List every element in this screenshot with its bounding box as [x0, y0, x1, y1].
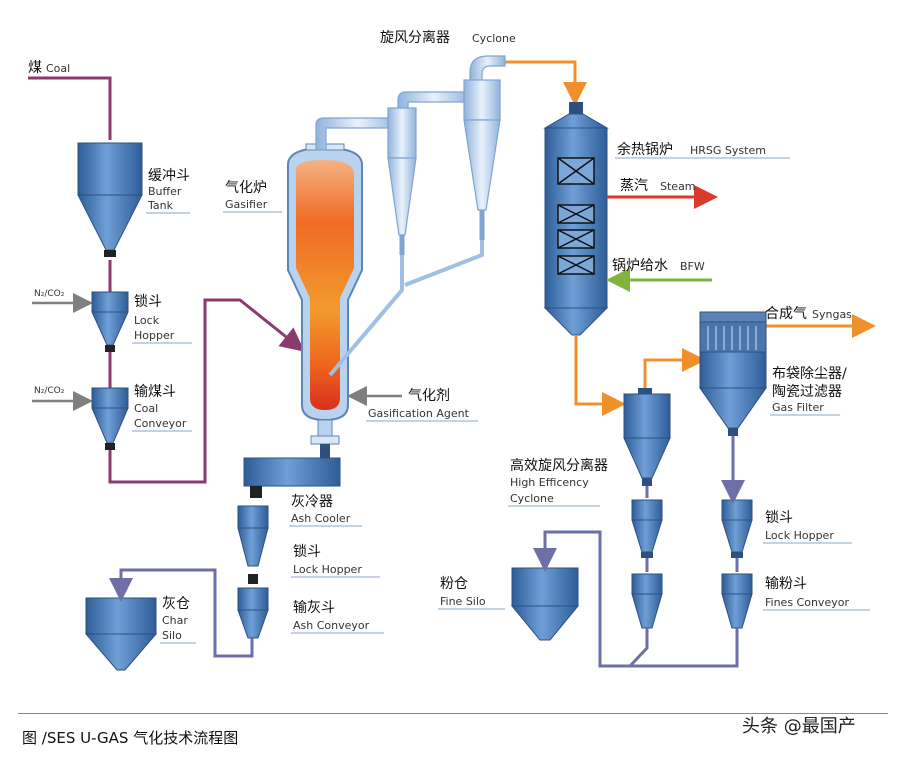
secondary-cyclone: [463, 55, 506, 240]
agent-label-en: Gasification Agent: [368, 407, 470, 420]
high-efficiency-cyclone: [623, 388, 671, 486]
hrsg-boiler: [543, 102, 609, 336]
caption-divider: [18, 713, 888, 714]
cyclone-label-en: Cyclone: [472, 32, 516, 45]
ash-lock-label-zh: 锁斗: [293, 544, 321, 560]
coal-label-zh: 煤: [28, 60, 42, 76]
hec-label-en2: Cyclone: [510, 492, 554, 505]
cyclone-label-zh: 旋风分离器: [380, 29, 450, 46]
hec-label-zh: 高效旋风分离器: [510, 457, 608, 474]
coal-conveyor-label-zh: 输煤斗: [134, 384, 176, 400]
lock-hopper-1-label-zh: 锁斗: [134, 294, 162, 310]
n2co2-lines: [32, 293, 93, 411]
labels: 煤 Coal 旋风分离器 Cyclone 缓冲斗 Buffer Tank 气化炉…: [28, 29, 870, 644]
gas-filter-label-en: Gas Filter: [772, 401, 824, 414]
fine-silo-label-zh: 粉仓: [440, 576, 468, 592]
gas-filter-label-zh1: 布袋除尘器/: [772, 366, 847, 382]
fines-lock-hopper-left: [631, 499, 663, 558]
fine-silo-label-en: Fine Silo: [440, 595, 486, 608]
lock-hopper-1-label-en2: Hopper: [134, 329, 175, 342]
ash-lock-hopper: [237, 505, 269, 584]
fines-conveyor-label-en: Fines Conveyor: [765, 596, 849, 609]
coal-conveyor: [91, 387, 129, 450]
char-silo-label-en2: Silo: [162, 629, 182, 642]
gasifier-label-zh: 气化炉: [225, 180, 267, 196]
buffer-label-zh: 缓冲斗: [148, 168, 190, 184]
lock-hopper-1-label-en1: Lock: [134, 314, 160, 327]
recycle-diplegs: [328, 240, 484, 377]
fines-lock-label-en: Lock Hopper: [765, 529, 834, 542]
syngas-label-en: Syngas: [812, 308, 852, 321]
char-silo-label-en1: Char: [162, 614, 188, 627]
hrsg-label-zh: 余热锅炉: [617, 141, 673, 158]
ash-cooler: [243, 444, 341, 498]
ash-conveyor-label-zh: 输灰斗: [293, 600, 335, 616]
process-flow-diagram: 煤 Coal 旋风分离器 Cyclone 缓冲斗 Buffer Tank 气化炉…: [28, 29, 876, 671]
bfw-label-zh: 锅炉给水: [612, 258, 668, 274]
char-silo: [84, 597, 158, 671]
lock-hopper-1: [91, 291, 129, 352]
coal-label-en: Coal: [46, 62, 70, 75]
primary-cyclone: [387, 107, 417, 255]
fines-conveyor-label-zh: 输粉斗: [765, 576, 807, 592]
steam-label-en: Steam: [660, 180, 696, 193]
fines-transport-lines: [533, 436, 745, 668]
gasifier-label-en: Gasifier: [225, 198, 268, 211]
ash-cooler-label-en: Ash Cooler: [291, 512, 351, 525]
n2co2-label-2: N₂/CO₂: [34, 386, 65, 396]
char-silo-label-zh: 灰仓: [162, 596, 190, 612]
syngas-label-zh: 合成气: [765, 306, 807, 322]
coal-conveyor-label-en2: Conveyor: [134, 417, 187, 430]
agent-label-zh: 气化剂: [408, 388, 450, 404]
figure-caption: 图 /SES U-GAS 气化技术流程图: [22, 729, 239, 747]
ash-lock-label-en: Lock Hopper: [293, 563, 362, 576]
coal-conveyor-label-en1: Coal: [134, 402, 158, 415]
buffer-label-en1: Buffer: [148, 185, 182, 198]
watermark: 头条 @最国产: [742, 716, 856, 737]
char-transport-line: [109, 568, 254, 658]
hrsg-label-en: HRSG System: [690, 144, 766, 157]
n2co2-label-1: N₂/CO₂: [34, 289, 65, 299]
gas-filter: [699, 311, 767, 436]
coal-feed-line: [28, 76, 305, 484]
syngas-line-to-cyclone: [574, 314, 876, 416]
fines-conveyor-right: [721, 573, 753, 629]
bfw-label-en: BFW: [680, 260, 705, 273]
hec-label-en1: High Efficency: [510, 476, 589, 489]
ash-conveyor-label-en: Ash Conveyor: [293, 619, 370, 632]
fines-lock-label-zh: 锁斗: [765, 510, 793, 526]
fines-conveyor-left: [631, 573, 663, 629]
gas-filter-label-zh2: 陶瓷过滤器: [772, 384, 842, 400]
gasifier: [287, 143, 363, 445]
ash-cooler-label-zh: 灰冷器: [291, 494, 333, 510]
buffer-label-en2: Tank: [147, 199, 174, 212]
fines-lock-hopper-right: [721, 499, 753, 558]
gasifier-outlet-pipe: [315, 91, 471, 151]
fine-silo: [510, 567, 580, 641]
buffer-tank: [77, 142, 143, 257]
ash-conveyor: [237, 587, 269, 639]
syngas-line-to-hrsg: [505, 60, 587, 106]
steam-label-zh: 蒸汽: [620, 178, 648, 194]
